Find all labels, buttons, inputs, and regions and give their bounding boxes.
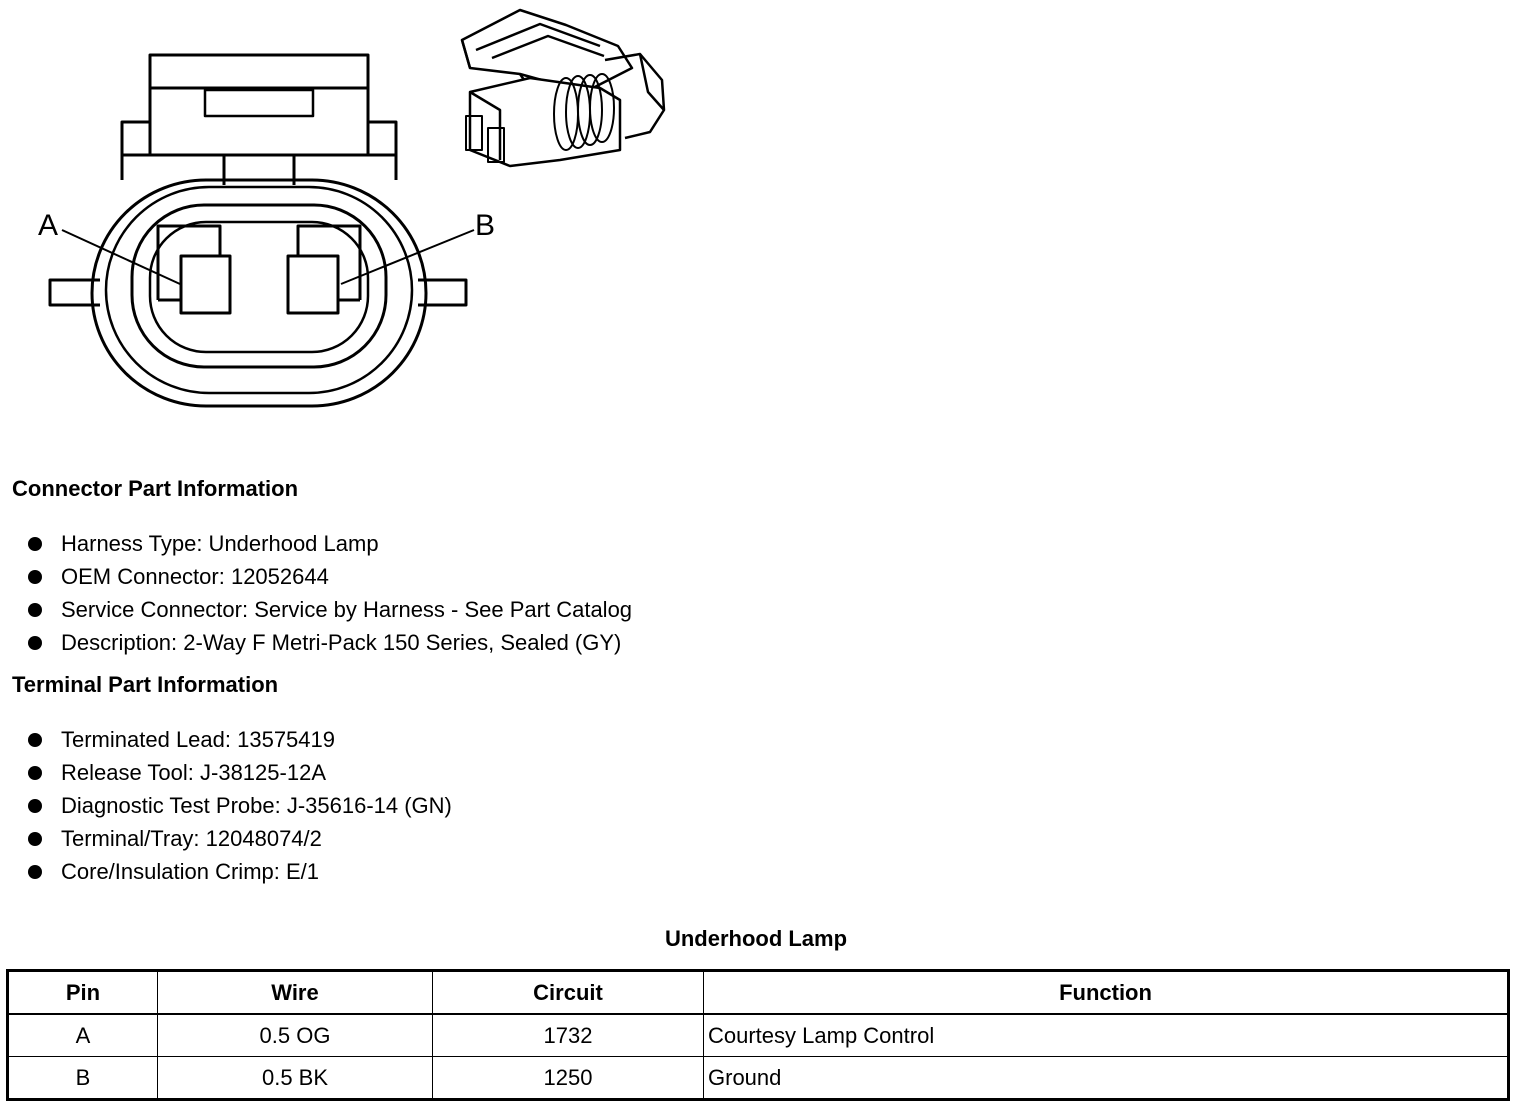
column-header-circuit: Circuit bbox=[432, 970, 704, 1015]
circuit-cell: 1250 bbox=[432, 1056, 704, 1100]
circuit-cell: 1732 bbox=[432, 1013, 704, 1057]
terminal-cavity-a bbox=[179, 254, 232, 315]
list-item: Harness Type: Underhood Lamp bbox=[28, 527, 632, 560]
terminal-info-text: Release Tool: J-38125-12A bbox=[61, 760, 326, 785]
table-row: A 0.5 OG 1732 Courtesy Lamp Control bbox=[7, 1013, 1509, 1057]
column-header-wire: Wire bbox=[157, 970, 433, 1015]
terminal-cavity-b bbox=[286, 254, 340, 315]
list-item: Release Tool: J-38125-12A bbox=[28, 756, 452, 789]
bullet-icon bbox=[28, 536, 42, 551]
terminal-info-text: Diagnostic Test Probe: J-35616-14 (GN) bbox=[61, 793, 452, 818]
pin-cell: A bbox=[7, 1013, 158, 1057]
connector-lock-housing bbox=[148, 53, 370, 155]
connector-part-info-heading: Connector Part Information bbox=[12, 476, 299, 501]
column-header-pin: Pin bbox=[7, 970, 158, 1015]
list-item: Diagnostic Test Probe: J-35616-14 (GN) bbox=[28, 789, 452, 822]
terminal-info-text: Core/Insulation Crimp: E/1 bbox=[61, 859, 319, 884]
bullet-icon bbox=[28, 798, 42, 813]
list-item: Description: 2-Way F Metri-Pack 150 Seri… bbox=[28, 626, 632, 659]
bullet-icon bbox=[28, 765, 42, 780]
function-cell: Courtesy Lamp Control bbox=[703, 1013, 1509, 1057]
column-header-function: Function bbox=[703, 970, 1509, 1015]
list-item: Core/Insulation Crimp: E/1 bbox=[28, 855, 452, 888]
list-item: OEM Connector: 12052644 bbox=[28, 560, 632, 593]
wire-cell: 0.5 BK bbox=[157, 1056, 433, 1100]
terminal-part-info-list: Terminated Lead: 13575419 Release Tool: … bbox=[28, 723, 452, 888]
bullet-icon bbox=[28, 602, 42, 617]
bullet-icon bbox=[28, 831, 42, 846]
connector-info-text: Description: 2-Way F Metri-Pack 150 Seri… bbox=[61, 630, 622, 655]
connector-info-text: Harness Type: Underhood Lamp bbox=[61, 531, 379, 556]
pin-label-b: B bbox=[475, 209, 495, 242]
connector-lock-window bbox=[203, 88, 315, 118]
list-item: Terminal/Tray: 12048074/2 bbox=[28, 822, 452, 855]
list-item: Service Connector: Service by Harness - … bbox=[28, 593, 632, 626]
bullet-icon bbox=[28, 732, 42, 747]
pinout-table: Pin Wire Circuit Function A 0.5 OG 1732 … bbox=[6, 969, 1510, 1101]
table-row: B 0.5 BK 1250 Ground bbox=[7, 1056, 1509, 1100]
connector-3d-illustration bbox=[460, 8, 666, 168]
connector-info-text: Service Connector: Service by Harness - … bbox=[61, 597, 633, 622]
connector-part-info-list: Harness Type: Underhood Lamp OEM Connect… bbox=[28, 527, 632, 659]
connector-side-tab-right bbox=[418, 278, 468, 307]
pin-cell: B bbox=[7, 1056, 158, 1100]
function-cell: Ground bbox=[703, 1056, 1509, 1100]
wire-cell: 0.5 OG bbox=[157, 1013, 433, 1057]
table-header-row: Pin Wire Circuit Function bbox=[7, 970, 1509, 1015]
connector-info-text: OEM Connector: 12052644 bbox=[61, 564, 329, 589]
leader-line-a bbox=[61, 229, 181, 285]
connector-side-tab-left bbox=[48, 278, 100, 307]
terminal-info-text: Terminated Lead: 13575419 bbox=[61, 727, 335, 752]
terminal-part-info-heading: Terminal Part Information bbox=[12, 672, 279, 697]
connector-diagram: A B bbox=[38, 8, 666, 408]
pin-label-a: A bbox=[38, 209, 58, 242]
connector-outer-shell bbox=[90, 178, 428, 408]
list-item: Terminated Lead: 13575419 bbox=[28, 723, 452, 756]
bullet-icon bbox=[28, 864, 42, 879]
leader-line-b bbox=[340, 229, 475, 285]
bullet-icon bbox=[28, 635, 42, 650]
terminal-info-text: Terminal/Tray: 12048074/2 bbox=[61, 826, 322, 851]
bullet-icon bbox=[28, 569, 42, 584]
table-title: Underhood Lamp bbox=[664, 926, 848, 951]
